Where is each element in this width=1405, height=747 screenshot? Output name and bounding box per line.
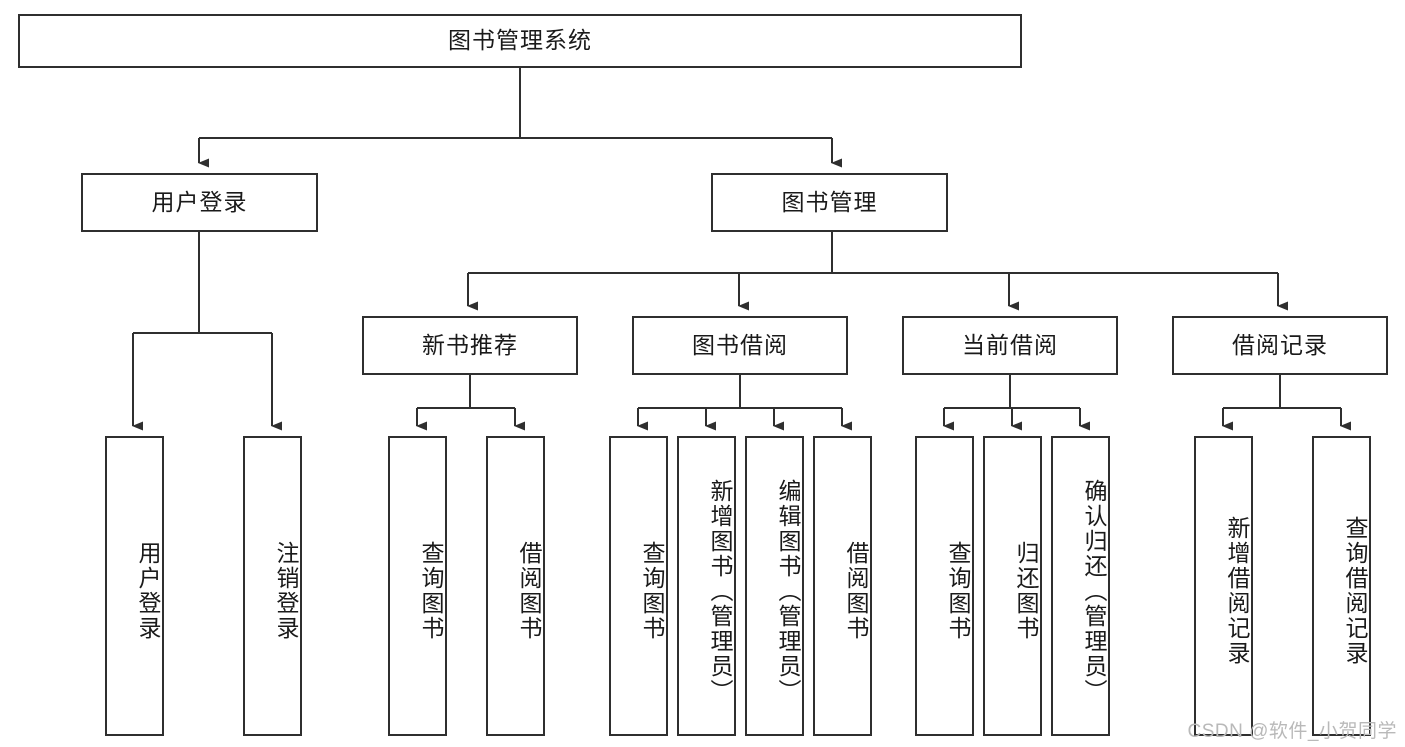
csdn-watermark: CSDN @软件_小贺同学 bbox=[1187, 721, 1397, 742]
node-user-logout-label: 注销登录 bbox=[273, 541, 299, 641]
node-borrow-query-book-label: 查询图书 bbox=[639, 541, 665, 641]
node-book-management-label: 图书管理 bbox=[781, 188, 878, 215]
node-borrow-edit-book-label: 编辑图书（管理员） bbox=[775, 478, 801, 704]
node-borrow-borrow-book-label: 借阅图书 bbox=[843, 541, 869, 641]
node-current-query-book-label: 查询图书 bbox=[945, 541, 971, 641]
node-borrow-records-label: 借阅记录 bbox=[1232, 331, 1328, 358]
node-recommend-borrow-book-label: 借阅图书 bbox=[516, 541, 542, 641]
node-new-book-recommend-label: 新书推荐 bbox=[422, 331, 518, 358]
node-borrow-records[interactable]: 借阅记录 bbox=[1172, 316, 1388, 375]
node-book-borrow-label: 图书借阅 bbox=[692, 331, 788, 358]
node-current-confirm-return-label: 确认归还（管理员） bbox=[1081, 478, 1107, 704]
node-current-borrow-label: 当前借阅 bbox=[962, 331, 1058, 358]
node-current-query-book[interactable]: 查询图书 bbox=[915, 436, 974, 736]
node-record-add[interactable]: 新增借阅记录 bbox=[1194, 436, 1253, 736]
node-borrow-edit-book[interactable]: 编辑图书（管理员） bbox=[745, 436, 804, 736]
node-borrow-add-book-label: 新增图书（管理员） bbox=[707, 478, 733, 704]
node-book-borrow[interactable]: 图书借阅 bbox=[632, 316, 848, 375]
node-user-login-do-label: 用户登录 bbox=[135, 541, 161, 641]
node-borrow-query-book[interactable]: 查询图书 bbox=[609, 436, 668, 736]
node-borrow-borrow-book[interactable]: 借阅图书 bbox=[813, 436, 872, 736]
node-borrow-add-book[interactable]: 新增图书（管理员） bbox=[677, 436, 736, 736]
node-book-management[interactable]: 图书管理 bbox=[711, 173, 948, 232]
node-current-confirm-return[interactable]: 确认归还（管理员） bbox=[1051, 436, 1110, 736]
node-recommend-query-book-label: 查询图书 bbox=[418, 541, 444, 641]
node-root-label: 图书管理系统 bbox=[448, 27, 592, 54]
node-recommend-borrow-book[interactable]: 借阅图书 bbox=[486, 436, 545, 736]
node-root[interactable]: 图书管理系统 bbox=[18, 14, 1022, 68]
node-user-login-do[interactable]: 用户登录 bbox=[105, 436, 164, 736]
node-new-book-recommend[interactable]: 新书推荐 bbox=[362, 316, 578, 375]
node-current-return-book-label: 归还图书 bbox=[1013, 541, 1039, 641]
node-record-add-label: 新增借阅记录 bbox=[1224, 516, 1250, 666]
node-user-login[interactable]: 用户登录 bbox=[81, 173, 318, 232]
node-user-logout[interactable]: 注销登录 bbox=[243, 436, 302, 736]
node-current-return-book[interactable]: 归还图书 bbox=[983, 436, 1042, 736]
node-record-query-label: 查询借阅记录 bbox=[1342, 516, 1368, 666]
node-recommend-query-book[interactable]: 查询图书 bbox=[388, 436, 447, 736]
node-record-query[interactable]: 查询借阅记录 bbox=[1312, 436, 1371, 736]
node-user-login-label: 用户登录 bbox=[151, 188, 248, 215]
node-current-borrow[interactable]: 当前借阅 bbox=[902, 316, 1118, 375]
